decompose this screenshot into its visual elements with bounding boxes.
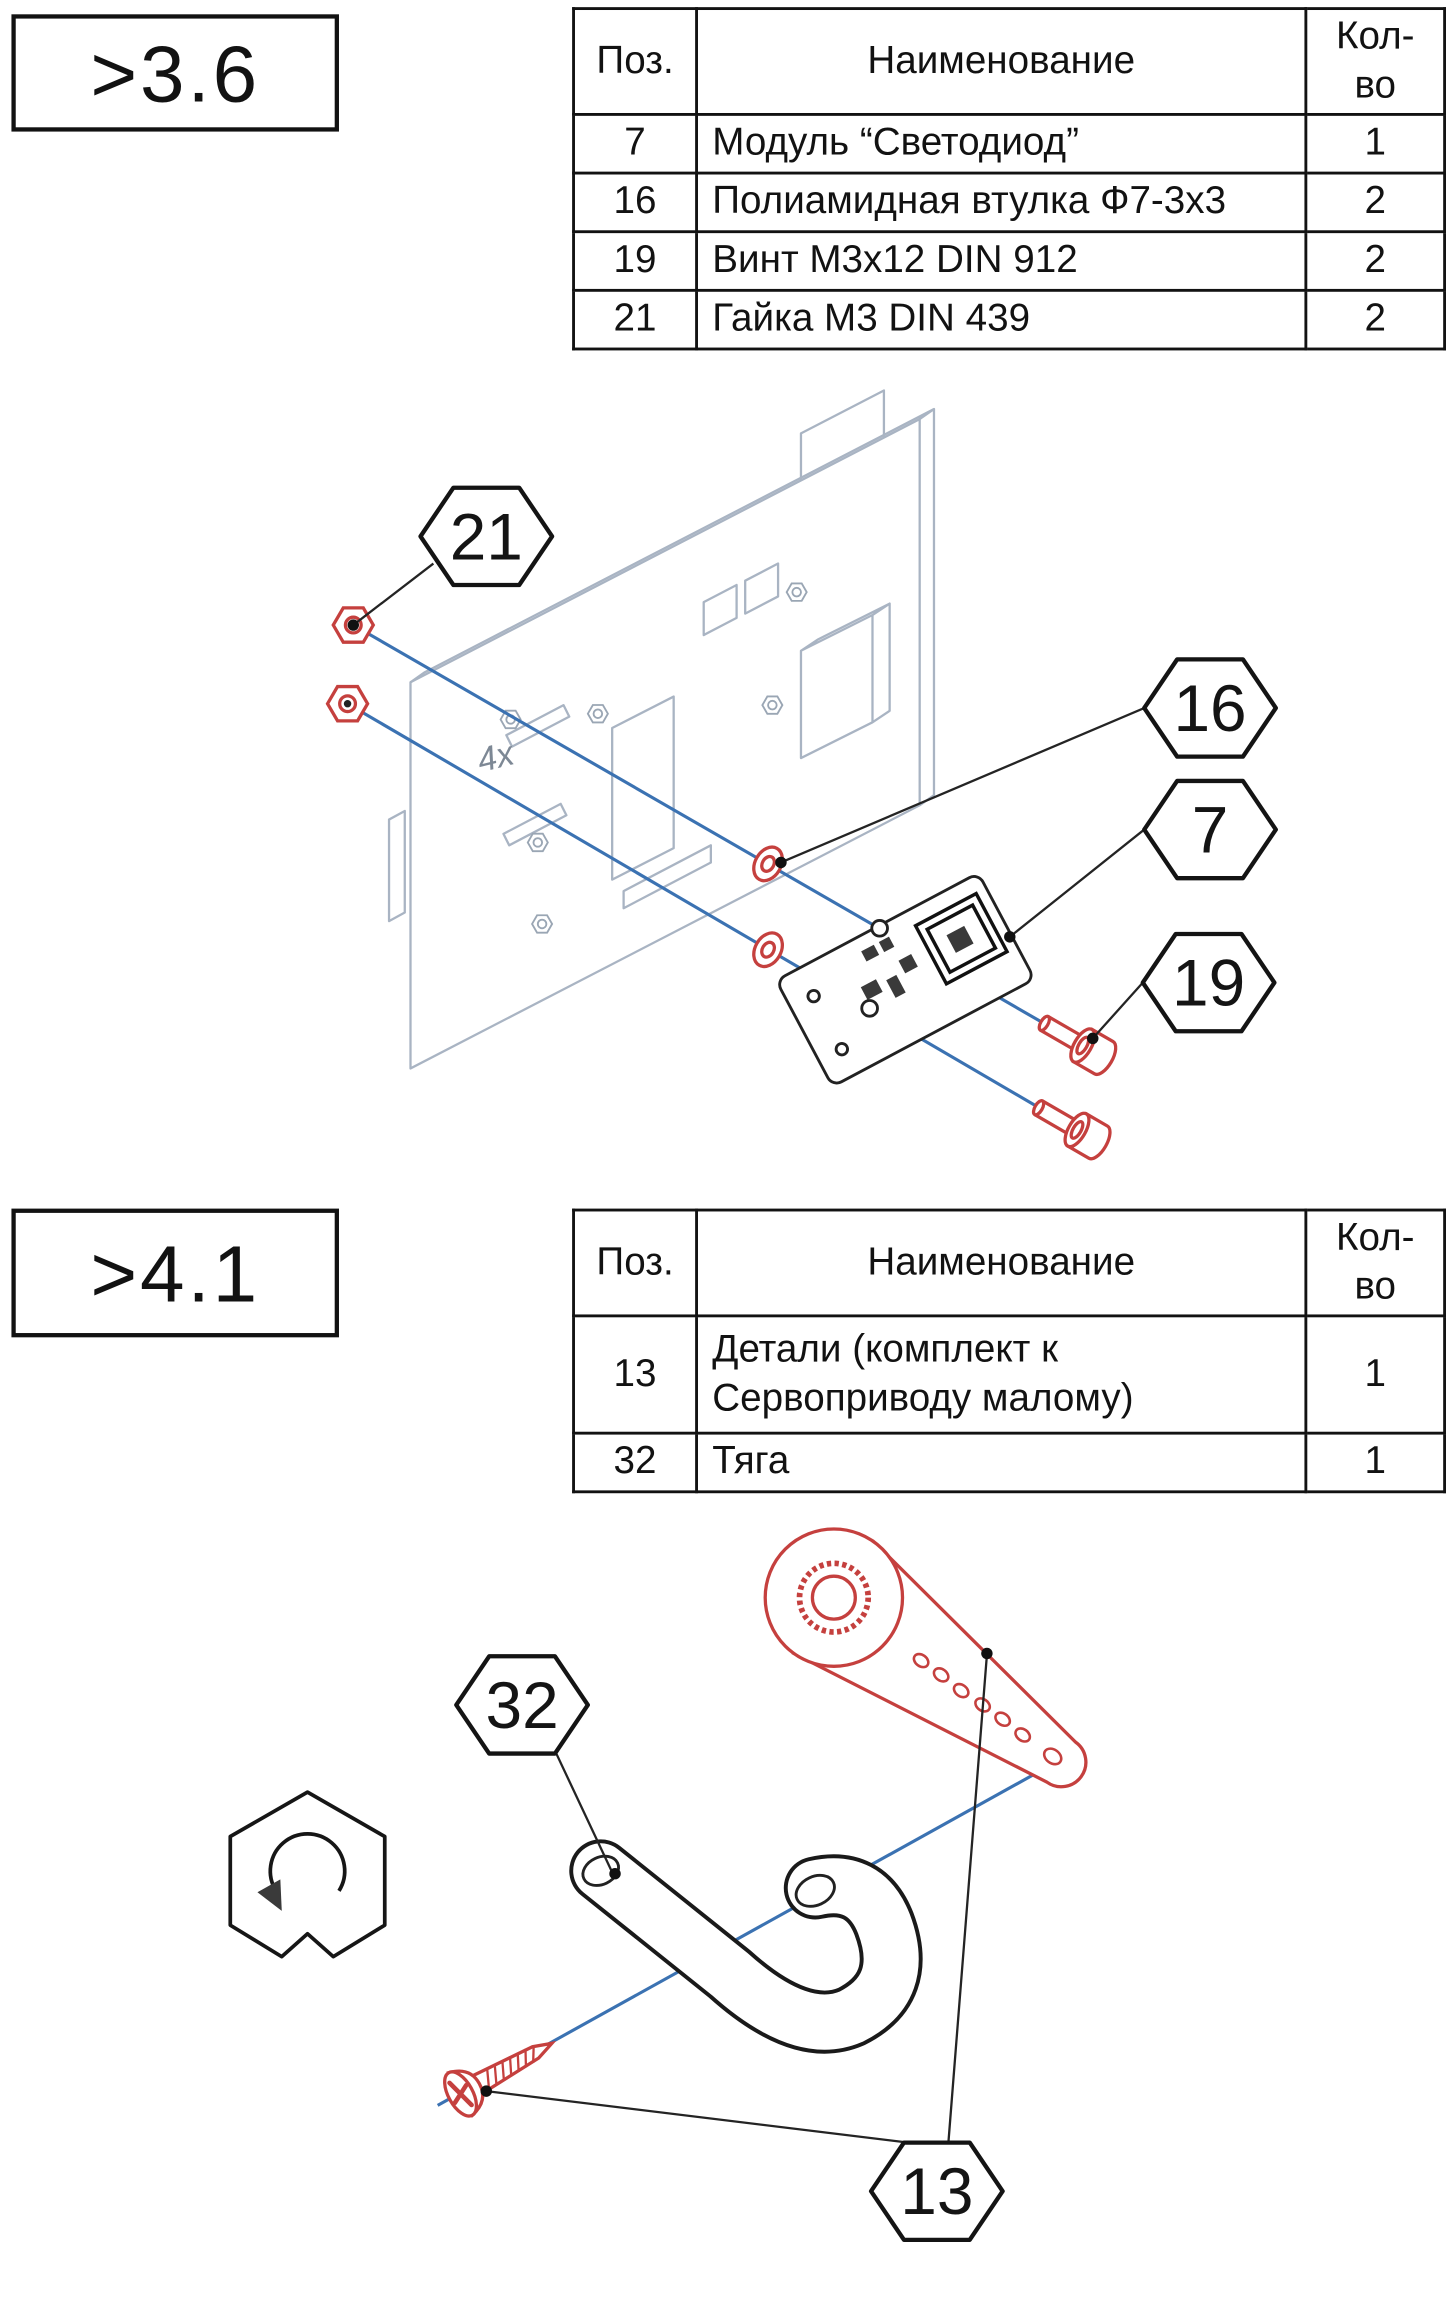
col-header-pos: Поз.: [572, 7, 698, 116]
part-qty: 1: [1304, 1313, 1446, 1434]
part-pos: 19: [572, 229, 698, 292]
part-qty: 1: [1304, 112, 1446, 174]
exploded-view-step-3-6: 4x: [325, 389, 1446, 1165]
panel-nut-icon: [761, 695, 784, 715]
callout-21-number: 21: [450, 499, 523, 573]
callout-13: 13: [871, 2143, 1003, 2240]
part-name: Гайка М3 DIN 439: [695, 288, 1308, 350]
leader-dots: [347, 619, 1099, 1045]
part-pos: 32: [572, 1431, 698, 1493]
parts-row-7: 7 Модуль “Светодиод” 1: [572, 112, 1446, 174]
part-name: Модуль “Светодиод”: [695, 112, 1308, 174]
callout-13-number: 13: [900, 2154, 973, 2228]
part-pos: 21: [572, 288, 698, 350]
table-header-row: Поз. Наименование Кол-во: [572, 1208, 1446, 1317]
servo-screw-part-13: [443, 2040, 557, 2118]
callout-7: 7: [1144, 781, 1276, 878]
callout-16: 16: [1144, 659, 1276, 756]
callout-32: 32: [456, 1656, 588, 1753]
step-label-4-1: >4.1: [11, 1208, 339, 1338]
part-name-line: Сервоприводу малому): [712, 1375, 1134, 1419]
part-name: Винт М3х12 DIN 912: [695, 229, 1308, 292]
part-qty: 1: [1304, 1431, 1446, 1493]
part-qty: 2: [1304, 170, 1446, 233]
part-name: Полиамидная втулка Ф7-3х3: [695, 170, 1308, 233]
parts-table-step-4-1: Поз. Наименование Кол-во 13 Детали (комп…: [572, 1208, 1446, 1493]
part-name: Детали (комплект к Сервоприводу малому): [695, 1313, 1308, 1434]
col-header-name: Наименование: [695, 1208, 1308, 1317]
assembly-axis-lines: [346, 623, 1044, 1107]
col-header-name: Наименование: [695, 7, 1308, 116]
part-pos: 13: [572, 1313, 698, 1434]
callout-19: 19: [1143, 934, 1275, 1031]
leader-lines: [352, 562, 1145, 1040]
mounting-panel-part: [387, 389, 936, 1070]
panel-quantity-note: 4x: [473, 734, 519, 780]
leader-dots: [480, 1647, 993, 2097]
callout-19-number: 19: [1172, 946, 1245, 1020]
panel-nut-icon: [586, 704, 609, 724]
part-pos: 7: [572, 112, 698, 174]
link-rod-part-32: [569, 1839, 923, 2054]
parts-table-step-3-6: Поз. Наименование Кол-во 7 Модуль “Свето…: [572, 7, 1446, 350]
parts-row-19: 19 Винт М3х12 DIN 912 2: [572, 229, 1446, 292]
part-name: Тяга: [695, 1431, 1308, 1493]
parts-row-16: 16 Полиамидная втулка Ф7-3х3 2: [572, 170, 1446, 233]
callout-16-number: 16: [1173, 671, 1246, 745]
part-name-line: Детали (комплект к: [712, 1326, 1058, 1370]
screw-part-19: [1030, 1003, 1123, 1080]
rotate-arrowhead: [257, 1879, 282, 1911]
bushing-part-16: [746, 926, 790, 974]
callout-7-number: 7: [1192, 792, 1229, 866]
part-qty: 2: [1304, 288, 1446, 350]
panel-nut-icon: [531, 914, 554, 934]
col-header-qty: Кол-во: [1304, 1208, 1446, 1317]
led-module-part: [778, 875, 1033, 1085]
part-qty: 2: [1304, 229, 1446, 292]
part-pos: 16: [572, 170, 698, 233]
step-label-text: >4.1: [90, 1227, 261, 1319]
nut-part-21: [325, 684, 370, 723]
parts-row-13: 13 Детали (комплект к Сервоприводу малом…: [572, 1313, 1446, 1434]
parts-row-21: 21 Гайка М3 DIN 439 2: [572, 288, 1446, 350]
assembly-instructions-page: >3.6 Поз. Наименование Кол-во 7 Модуль “…: [11, 7, 1446, 2198]
table-header-row: Поз. Наименование Кол-во: [572, 7, 1446, 116]
callout-32-number: 32: [485, 1668, 558, 1742]
col-header-pos: Поз.: [572, 1208, 698, 1317]
exploded-view-step-4-1: 32 13: [228, 1527, 1088, 2317]
callout-21: 21: [421, 488, 553, 585]
col-header-qty: Кол-во: [1304, 7, 1446, 116]
panel-nut-icon: [526, 832, 549, 853]
screw-part-19: [1024, 1088, 1117, 1165]
pcb-mount-hole: [870, 918, 889, 938]
pcb-mount-hole: [860, 999, 879, 1018]
leader-lines: [486, 1654, 989, 2146]
step-label-text: >3.6: [90, 27, 261, 118]
step-label-3-6: >3.6: [11, 14, 339, 132]
parts-row-32: 32 Тяга 1: [572, 1431, 1446, 1493]
rotate-part-icon: [228, 1790, 387, 1959]
panel-nut-icon: [785, 582, 808, 602]
servo-horn-part-13: [763, 1527, 1088, 1789]
